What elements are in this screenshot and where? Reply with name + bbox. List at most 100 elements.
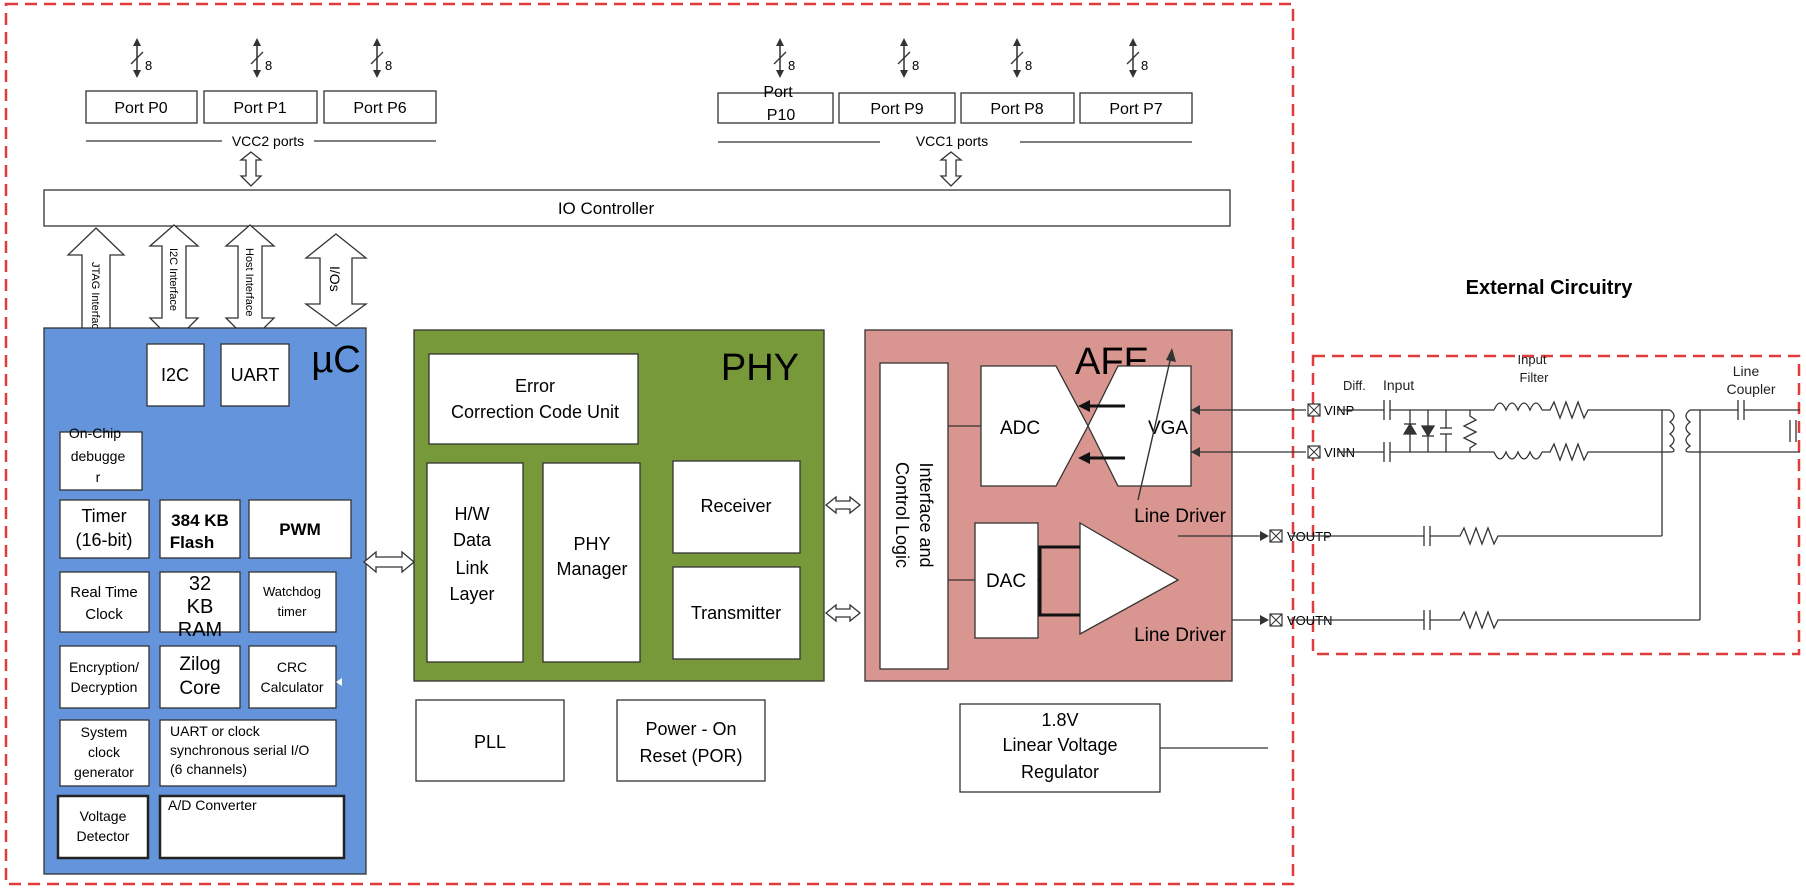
- sysclock-line1: System: [81, 724, 128, 740]
- jtag-interface-label: JTAG Interface: [89, 262, 101, 335]
- i2c-interface-label: I2C Interface: [167, 248, 179, 311]
- phy-manager-line2: Manager: [556, 559, 627, 579]
- sysclock-line3: generator: [74, 764, 134, 780]
- ecc-line2: Correction Code Unit: [451, 402, 619, 422]
- bus-width-label: 8: [265, 58, 272, 73]
- rtc-line1: Real Time: [70, 584, 138, 601]
- interface-control-box: [879, 362, 949, 670]
- hw-dll-box: [426, 462, 524, 663]
- regulator-line2: Linear Voltage: [1002, 735, 1117, 755]
- watchdog-box: [248, 571, 337, 633]
- onchip-debugger-line2: debugge: [71, 448, 126, 464]
- por-box: [616, 699, 766, 782]
- encryption-line1: Encryption/: [69, 659, 139, 675]
- transmitter-box: [672, 566, 801, 660]
- port-p8-label: Port P8: [990, 101, 1043, 118]
- pll-label: PLL: [474, 732, 506, 752]
- ram-line2: KB: [187, 596, 214, 618]
- timer-line2: (16-bit): [75, 530, 132, 550]
- ram-box: [159, 571, 241, 633]
- afe-block: AFE Interface and Control Logic ADC VGA …: [864, 329, 1233, 682]
- port-p10-box: [717, 92, 834, 124]
- vcc1-ports-label: VCC1 ports: [916, 133, 988, 149]
- bus-width-label: 8: [788, 58, 795, 73]
- bus-width-label: 8: [912, 58, 919, 73]
- port-p0-box: [85, 90, 198, 124]
- bus-width-label: 8: [385, 58, 392, 73]
- voltage-detector-line1: Voltage: [80, 808, 127, 824]
- i2c-label: I2C: [161, 365, 189, 385]
- receiver-box: [672, 460, 801, 554]
- vcc2-ports-label: VCC2 ports: [232, 133, 304, 149]
- vga-gain-arrowhead: [1166, 348, 1176, 362]
- uart-label: UART: [231, 365, 280, 385]
- bus-width-label: 8: [145, 58, 152, 73]
- uart-serial-line3: (6 channels): [170, 761, 247, 777]
- line-coupler-label-1: Line: [1733, 363, 1760, 379]
- ad-converter-label: A/D Converter: [168, 797, 257, 813]
- phy-manager-box: [542, 462, 641, 663]
- transmitter-afe-arrow: [824, 603, 862, 623]
- rtc-line2: Clock: [85, 606, 123, 623]
- hw-dll-line3: Link: [455, 558, 489, 578]
- uc-phy-arrow: [362, 550, 416, 574]
- vcc2-io-arrow: [239, 151, 263, 187]
- line-driver-2-label: Line Driver: [1134, 625, 1227, 646]
- vcc1-ports: 8 8 8 8 Port P10 Port P9 Port P8 Port P7…: [717, 37, 1193, 187]
- uart-box: [220, 343, 290, 407]
- receiver-afe-arrow: [824, 495, 862, 515]
- watchdog-line1: Watchdog: [263, 584, 321, 599]
- phy-block: PHY Error Correction Code Unit H/W Data …: [413, 329, 825, 682]
- port-p1-box: [203, 90, 318, 124]
- hw-dll-line4: Layer: [449, 584, 494, 604]
- uart-serial-line2: synchronous serial I/O: [170, 742, 309, 758]
- bus-width-label: 8: [1141, 58, 1148, 73]
- onchip-debugger-box: [59, 431, 143, 491]
- port-p9-label: Port P9: [870, 101, 923, 118]
- uart-serial-box: [159, 719, 337, 787]
- vcc2-ports: 8 8 8 Port P0 Port P1 Port P6 VCC2 ports: [85, 37, 437, 187]
- sysclock-line2: clock: [88, 744, 121, 760]
- regulator-box: [959, 703, 1161, 793]
- ad-converter-box: [158, 794, 346, 860]
- interface-control-line1: Interface and: [916, 462, 936, 567]
- port-p10-label-line1: Port: [763, 84, 793, 101]
- flash-box: [159, 499, 241, 559]
- watchdog-line2: timer: [278, 604, 308, 619]
- vga-gain-arrow: [1137, 351, 1173, 501]
- transmitter-label: Transmitter: [691, 603, 781, 623]
- port-p6-box: [323, 90, 437, 124]
- timer-line1: Timer: [81, 506, 126, 526]
- ios-arrow: [304, 233, 368, 327]
- io-controller-box: [43, 189, 1231, 227]
- i2c-box: [146, 343, 205, 407]
- zilog-core-box: [159, 645, 241, 709]
- input-filter-label-2: Filter: [1520, 370, 1550, 385]
- port-p0-label: Port P0: [114, 100, 167, 117]
- ios-label: I/Os: [327, 266, 343, 292]
- port-p7-label: Port P7: [1109, 101, 1162, 118]
- host-interface-label: Host Interface: [243, 248, 255, 316]
- hw-dll-line1: H/W: [455, 504, 490, 524]
- bus-width-label: 8: [1025, 58, 1032, 73]
- timer-box: [59, 499, 150, 559]
- zilog-line1: Zilog: [179, 654, 220, 675]
- pwm-label: PWM: [279, 520, 321, 539]
- encryption-box: [59, 645, 150, 709]
- uart-serial-line1: UART or clock: [170, 723, 261, 739]
- ecc-line1: Error: [515, 376, 555, 396]
- encryption-line2: Decryption: [71, 679, 138, 695]
- diff-input-label-2: Input: [1383, 377, 1414, 393]
- sysclock-box: [59, 719, 150, 787]
- hw-dll-line2: Data: [453, 530, 492, 550]
- por-line1: Power - On: [645, 719, 736, 739]
- external-schematic: Diff. Input Input Filter Line Coupler: [1290, 352, 1800, 630]
- flash-line1: 384 KB: [171, 511, 229, 530]
- rtc-box: [59, 571, 150, 633]
- ram-line1: 32: [189, 573, 211, 595]
- port-p10-label-line2: P10: [767, 107, 796, 124]
- uc-title: µC: [311, 339, 360, 381]
- zilog-line2: Core: [179, 678, 220, 699]
- ram-line3: RAM: [178, 619, 222, 641]
